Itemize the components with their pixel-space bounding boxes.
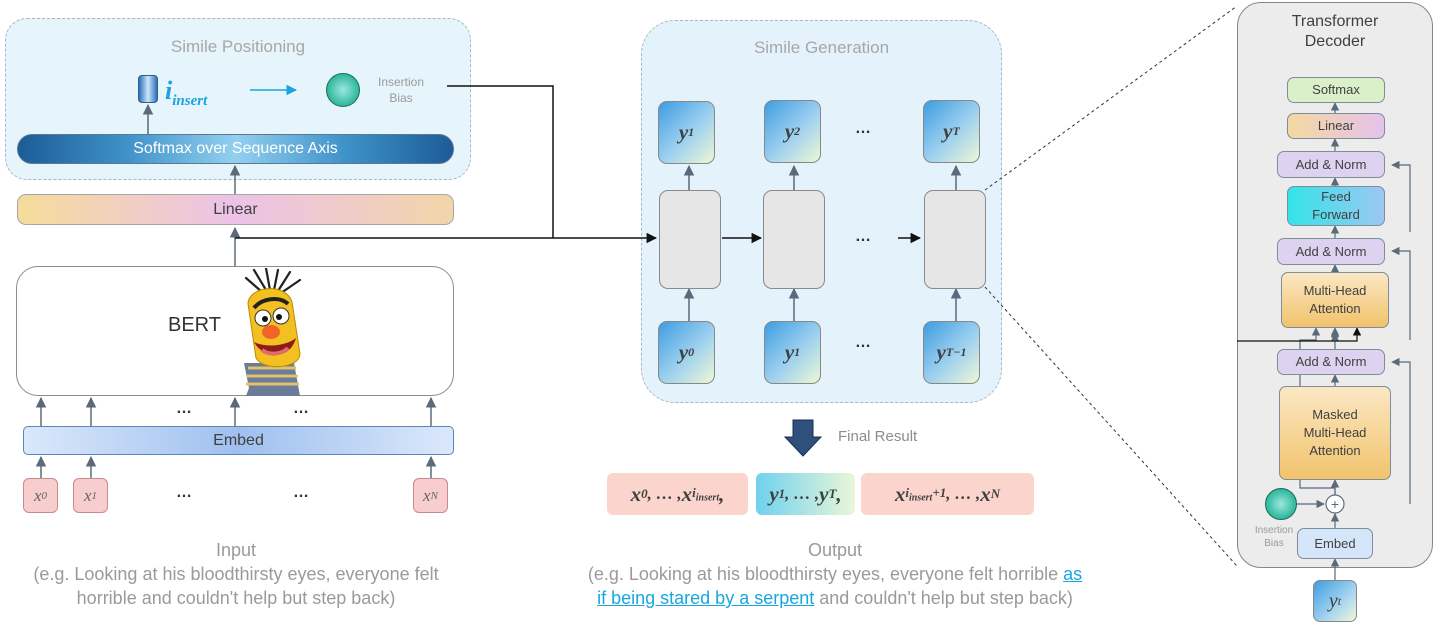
decoder-add-norm-3: Add & Norm [1277,151,1385,178]
final-result-arrow [783,419,823,457]
input-caption-title: Input [215,540,257,560]
decoder-cell-T [924,190,986,289]
decoder-cell-2 [763,190,825,289]
decoder-title: Transformer Decoder [1291,13,1379,50]
bias-route-line [447,85,554,238]
bert-label: BERT [168,314,221,336]
input-caption: Input (e.g. Looking at his bloodthirsty … [0,538,472,610]
decoder-embed: Embed [1297,528,1373,559]
zoom-lines [984,5,1238,567]
embed-ellipsis-2: … [293,400,310,417]
output-caption-line-1: (e.g. Looking at his bloodthirsty eyes, … [587,564,1083,584]
output-caption-title: Output [807,540,863,560]
decoder-softmax: Softmax [1287,77,1385,103]
decoder-add-norm-1: Add & Norm [1277,349,1385,375]
positioning-title: Simile Positioning [170,37,306,56]
generation-vertical-arrows [683,164,962,321]
insert-position-symbol: iinsert [165,76,208,110]
input-caption-line-1: (e.g. Looking at his bloodthirsty eyes, … [33,564,439,584]
decoder-cell-1 [659,190,721,289]
embed-to-bert-arrows [35,396,437,426]
decoder-insertion-bias-sphere-icon [1265,488,1297,520]
decoder-insertion-bias-label: Insertion Bias [1254,525,1294,549]
encoder-stack-arrows [142,103,241,266]
add-circle [1325,494,1345,514]
insertion-bias-label: Insertion Bias [377,75,425,105]
linear-layer: Linear [17,194,454,225]
bert-muppet-mascot-icon [244,268,302,396]
insertion-bias-sphere-icon [326,73,360,107]
bert-encoder-box [16,266,454,396]
decoder-add-norm-2: Add & Norm [1277,238,1385,265]
encoder-to-cross-attention [1237,327,1362,342]
output-caption-line-2: if being stared by a serpent and couldn'… [597,588,1073,608]
output-simile-highlight-1: as [1063,564,1083,584]
output-ellipsis: … [855,120,872,137]
input-ellipsis: … [855,334,872,351]
softmax-sequence-axis-layer: Softmax over Sequence Axis [17,134,454,164]
token-ellipsis-1: … [176,484,193,501]
generation-title: Simile Generation [753,38,890,57]
token-to-embed-arrows [35,455,437,478]
input-caption-line-2: horrible and couldn't help but step back… [76,588,396,608]
cell-ellipsis: … [855,228,872,245]
decoder-linear: Linear [1287,113,1385,139]
embed-layer: Embed [23,426,454,455]
add-symbol: + [1331,496,1339,512]
embed-ellipsis-1: … [176,400,193,417]
output-caption: Output (e.g. Looking at his bloodthirsty… [540,538,1130,610]
token-ellipsis-2: … [293,484,310,501]
insert-position-vector-icon [138,75,158,103]
output-simile-highlight-2: if being stared by a serpent [597,588,815,608]
final-result-label: Final Result [838,428,918,445]
